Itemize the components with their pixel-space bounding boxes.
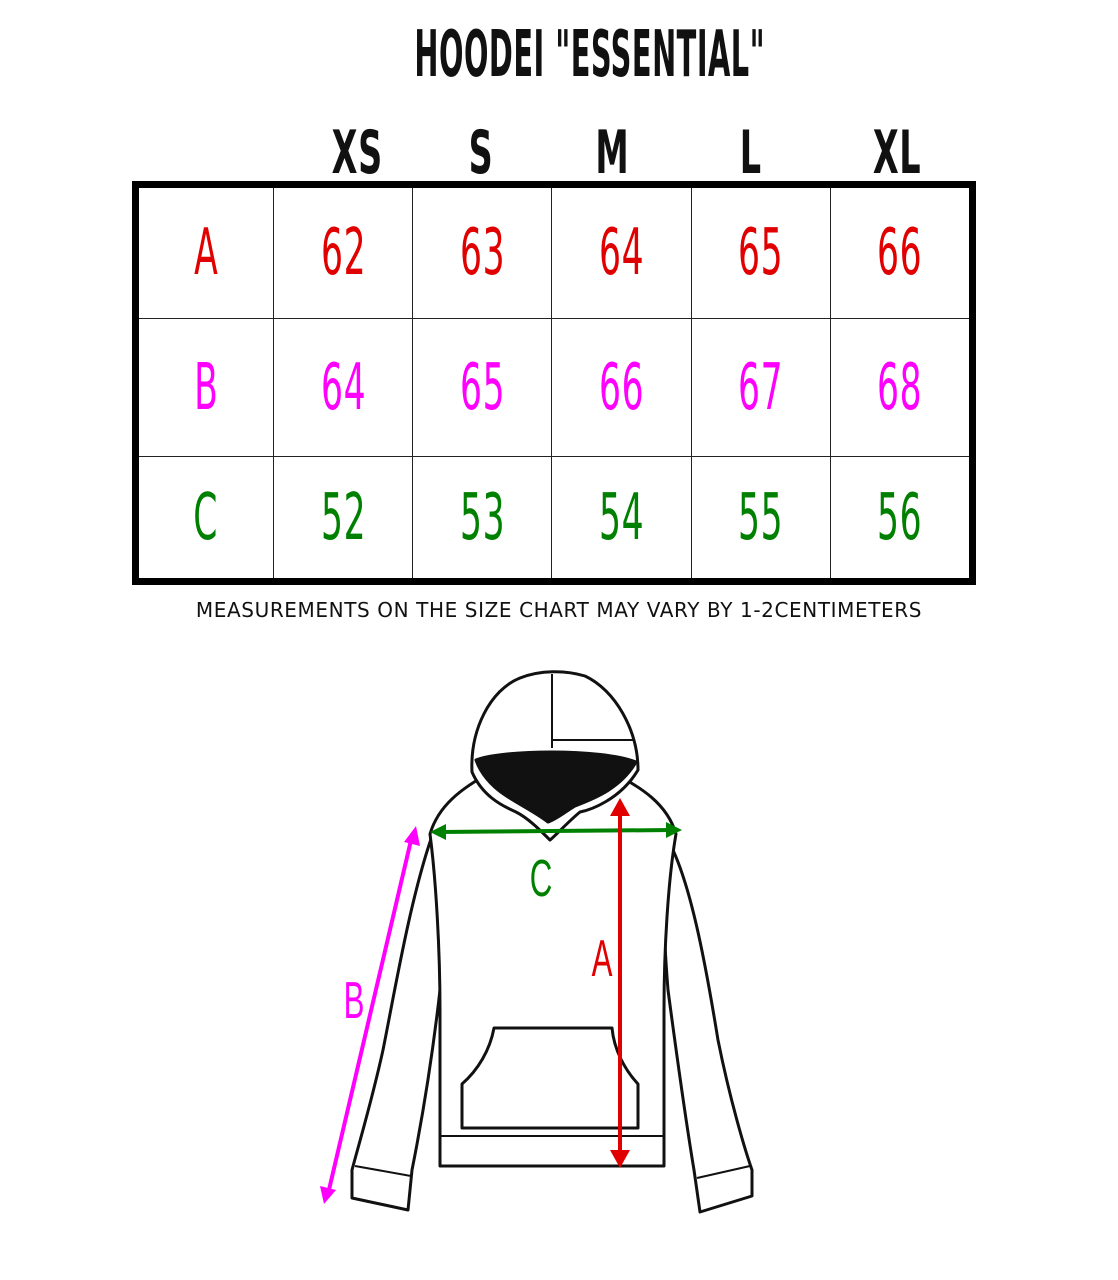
size-header-xl: XL (872, 118, 922, 188)
measure-b-arrow-bottom (320, 1186, 336, 1204)
hoodie-outline (350, 670, 754, 1214)
cell-c-xs: 52 (273, 456, 414, 582)
measure-a: A (592, 798, 630, 1168)
cell-c-xl: 56 (829, 456, 974, 582)
right-sleeve (661, 838, 754, 1214)
size-header-m: M (595, 118, 629, 188)
hood-opening (474, 750, 638, 824)
measure-b-label: B (344, 972, 365, 1030)
cell-b-l: 67 (690, 318, 831, 457)
cell-a-s: 63 (412, 184, 553, 319)
left-cuff (354, 1165, 412, 1177)
cell-a-xs: 62 (273, 184, 414, 319)
row-label-c: C (134, 456, 275, 582)
cell-b-m: 66 (551, 318, 692, 457)
table-row-b: B 64 65 66 67 68 (134, 318, 974, 457)
cell-c-m: 54 (551, 456, 692, 582)
measure-c-label: C (530, 850, 553, 908)
cell-a-xl: 66 (829, 184, 974, 319)
measurement-note: MEASUREMENTS ON THE SIZE CHART MAY VARY … (195, 598, 923, 622)
cell-a-l: 65 (690, 184, 831, 319)
table-row-c: C 52 53 54 55 56 (134, 456, 974, 582)
cell-b-s: 65 (412, 318, 553, 457)
right-cuff (696, 1165, 751, 1179)
cell-c-l: 55 (690, 456, 831, 582)
measure-b: B (320, 826, 420, 1204)
hoodie-diagram: C A B (320, 670, 754, 1214)
measure-c-arrow-left (430, 824, 446, 840)
measure-c-arrow-right (666, 822, 682, 838)
size-table: A 62 63 64 65 66 B 64 65 66 67 68 C 52 5… (132, 181, 976, 585)
hood-seam (551, 674, 634, 748)
row-label-a: A (134, 184, 275, 319)
measure-c: C (430, 822, 682, 908)
measure-a-label: A (592, 930, 613, 988)
chart-title-text: HOODEI "ESSENTIAL" (414, 18, 766, 92)
row-label-b: B (134, 318, 275, 457)
measure-a-arrow-bottom (610, 1150, 630, 1168)
size-header-xs: XS (331, 118, 383, 188)
chart-title: HOODEI "ESSENTIAL" (0, 18, 1118, 92)
cell-a-m: 64 (551, 184, 692, 319)
measure-a-arrow-top (610, 798, 630, 816)
cell-b-xl: 68 (829, 318, 974, 457)
table-row-a: A 62 63 64 65 66 (134, 184, 974, 319)
size-header-l: L (740, 118, 762, 188)
measure-c-line (439, 828, 673, 834)
measure-b-line (326, 835, 414, 1195)
measure-b-arrow-top (404, 826, 420, 846)
size-header-s: S (468, 118, 494, 188)
cell-b-xs: 64 (273, 318, 414, 457)
cell-c-s: 53 (412, 456, 553, 582)
kangaroo-pocket (460, 1026, 640, 1130)
